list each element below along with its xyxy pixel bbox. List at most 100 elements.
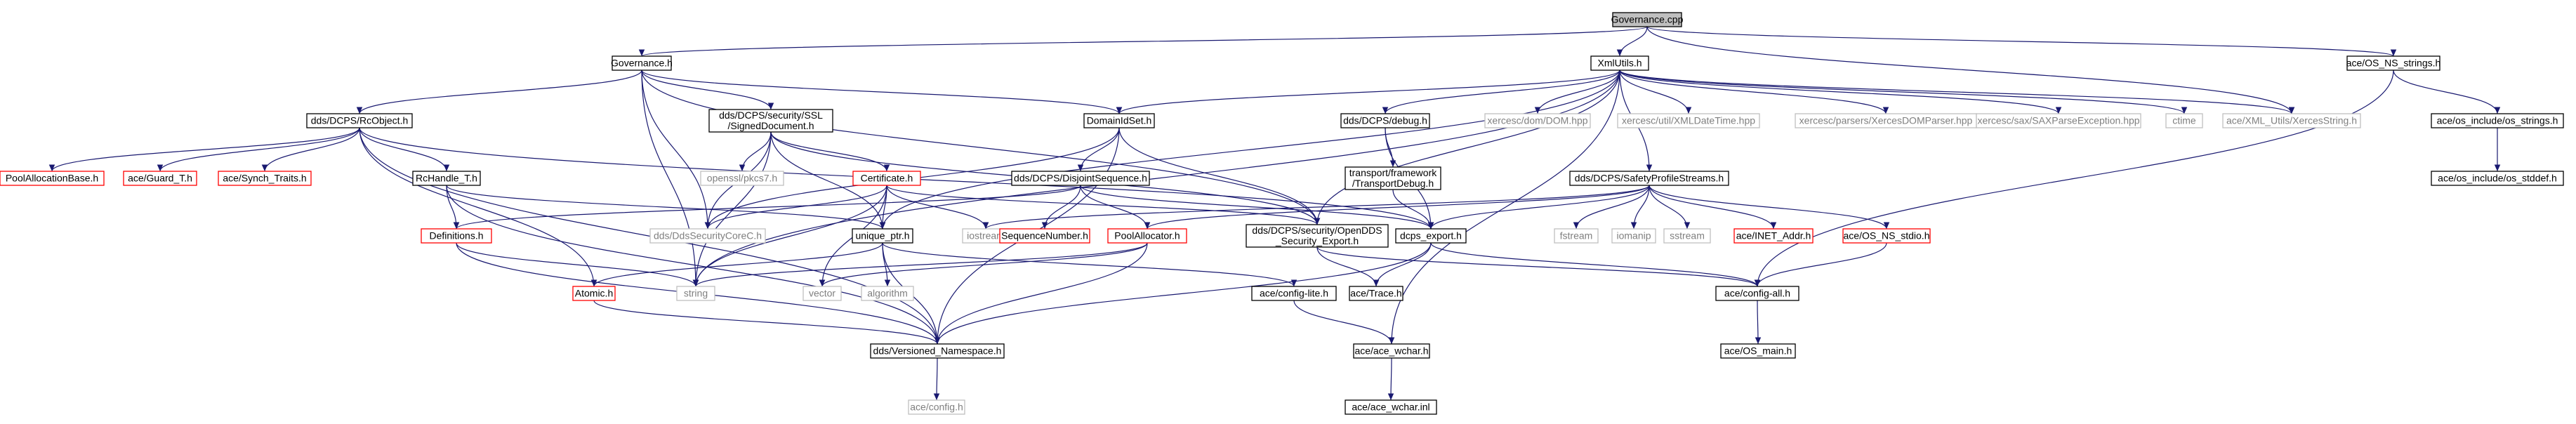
graph-node-ace-wchar-inl[interactable]: ace/ace_wchar.inl [1345, 399, 1437, 415]
graph-node-fstream[interactable]: fstream [1554, 228, 1599, 244]
graph-node-domainidset[interactable]: DomainIdSet.h [1083, 113, 1155, 128]
node-box [306, 113, 413, 128]
node-label: Governance.cpp [1611, 14, 1684, 25]
graph-node-os-include-strings[interactable]: ace/os_include/os_strings.h [2431, 113, 2564, 128]
graph-node-versioned-ns[interactable]: dds/Versioned_Namespace.h [870, 343, 1005, 359]
node-label: ace/OS_main.h [1724, 345, 1792, 357]
node-label: ace/ace_wchar.h [1354, 345, 1428, 357]
graph-node-synch-traits[interactable]: ace/Synch_Traits.h [218, 171, 312, 186]
node-box [1569, 171, 1729, 186]
graph-node-opendds-security-export[interactable]: dds/DCPS/security/OpenDDS_Security_Expor… [1246, 224, 1389, 248]
graph-node-iomanip[interactable]: iomanip [1611, 228, 1656, 244]
node-box [870, 343, 1005, 359]
node-label: ace/os_include/os_stddef.h [2438, 173, 2557, 184]
node-box [1083, 113, 1155, 128]
node-label: xercesc/dom/DOM.hpp [1487, 115, 1587, 126]
node-box [708, 109, 833, 133]
graph-node-unique-ptr[interactable]: unique_ptr.h [852, 228, 913, 244]
graph-node-iostream[interactable]: iostream [962, 228, 1010, 244]
edges-layer [48, 26, 2501, 401]
graph-node-xercesc-datetime[interactable]: xercesc/util/XMLDateTime.hpp [1617, 113, 1760, 128]
graph-node-guard[interactable]: ace/Guard_T.h [123, 171, 197, 186]
graph-node-inet-addr[interactable]: ace/INET_Addr.h [1733, 228, 1814, 244]
node-box [572, 286, 616, 301]
graph-node-transportdebug[interactable]: transport/framework/TransportDebug.h [1345, 166, 1441, 190]
edge-n_unique_ptr-to-n_atomic [590, 242, 883, 287]
node-label: string [684, 288, 708, 299]
node-label: Governance.h [611, 58, 673, 69]
graph-node-sstream[interactable]: sstream [1663, 228, 1711, 244]
graph-node-ctime[interactable]: ctime [2165, 113, 2203, 128]
graph-node-openssl-pkcs7[interactable]: openssl/pkcs7.h [700, 171, 784, 186]
graph-node-xercesstring[interactable]: ace/XML_Utils/XercesString.h [2222, 113, 2361, 128]
graph-node-governance-h[interactable]: Governance.h [611, 55, 673, 71]
node-box [1733, 228, 1814, 244]
edge-n_safetyprofile-to-n_sstream [1649, 185, 1691, 230]
edge-n_xmlutils-to-n_xercesc_parser [1619, 69, 1889, 114]
graph-node-safetyprofile[interactable]: dds/DCPS/SafetyProfileStreams.h [1569, 171, 1729, 186]
graph-node-definitions[interactable]: Definitions.h [421, 228, 492, 244]
graph-node-ace-wchar[interactable]: ace/ace_wchar.h [1353, 343, 1430, 359]
graph-node-os-ns-stdio[interactable]: ace/OS_NS_stdio.h [1842, 228, 1931, 244]
node-label: dds/DCPS/SafetyProfileStreams.h [1575, 173, 1724, 184]
graph-node-atomic[interactable]: Atomic.h [572, 286, 616, 301]
graph-node-debug[interactable]: dds/DCPS/debug.h [1340, 113, 1430, 128]
edge-n_dcps_export-to-n_trace [1373, 242, 1432, 287]
node-label: dds/DCPS/security/OpenDDS [1252, 225, 1382, 236]
edge-n_xmlutils-to-n_unique_ptr [879, 69, 1620, 230]
edge-n_disjoint-to-n_dcps_export [1080, 185, 1434, 230]
node-label: iomanip [1616, 230, 1651, 241]
graph-node-vector[interactable]: vector [802, 286, 842, 301]
node-box [1345, 399, 1437, 415]
graph-node-os-main[interactable]: ace/OS_main.h [1720, 343, 1796, 359]
graph-node-os-include-stddef[interactable]: ace/os_include/os_stddef.h [2431, 171, 2564, 186]
node-box [1349, 286, 1403, 301]
node-box [1611, 228, 1656, 244]
graph-node-poolallocbase[interactable]: PoolAllocationBase.h [0, 171, 105, 186]
edge-n_ace_wchar-to-n_ace_wchar_inl [1387, 357, 1394, 401]
graph-node-xercesc-parser[interactable]: xercesc/parsers/XercesDOMParser.hpp [1795, 113, 1977, 128]
graph-node-disjoint[interactable]: dds/DCPS/DisjointSequence.h [1011, 171, 1150, 186]
graph-node-signeddoc[interactable]: dds/DCPS/security/SSL/SignedDocument.h [708, 109, 833, 133]
node-label: SequenceNumber.h [1001, 230, 1088, 241]
edge-n_rcobject-to-n_rchandle [359, 127, 450, 172]
edge-n_root-to-n_xmlutils [1616, 26, 1648, 57]
graph-node-xmlutils[interactable]: XmlUtils.h [1590, 55, 1649, 71]
graph-node-sequencenumber[interactable]: SequenceNumber.h [999, 228, 1090, 244]
node-box [1976, 113, 2141, 128]
node-label: ace/config-all.h [1724, 288, 1790, 299]
graph-node-rcobject[interactable]: dds/DCPS/RcObject.h [306, 113, 413, 128]
graph-node-ddssecuritycorec[interactable]: dds/DdsSecurityCoreC.h [649, 228, 766, 244]
graph-node-rchandle[interactable]: RcHandle_T.h [412, 171, 481, 186]
edge-n_root-to-n_governance_h [639, 26, 1648, 57]
graph-node-xercesc-dom[interactable]: xercesc/dom/DOM.hpp [1484, 113, 1591, 128]
graph-node-certificate[interactable]: Certificate.h [852, 171, 921, 186]
node-box [1345, 166, 1441, 190]
graph-node-os-ns-strings[interactable]: ace/OS_NS_strings.h [2346, 55, 2441, 71]
node-box [0, 171, 105, 186]
graph-node-string[interactable]: string [676, 286, 715, 301]
node-label: ace/INET_Addr.h [1736, 230, 1811, 241]
edge-n_xmlutils-to-n_debug [1382, 69, 1620, 114]
graph-node-config-all[interactable]: ace/config-all.h [1715, 286, 1799, 301]
node-box [2431, 171, 2564, 186]
graph-node-config[interactable]: ace/config.h [908, 399, 965, 415]
node-label: Certificate.h [861, 173, 913, 184]
graph-node-poolallocator[interactable]: PoolAllocator.h [1107, 228, 1187, 244]
graph-node-trace[interactable]: ace/Trace.h [1349, 286, 1403, 301]
node-box [852, 228, 913, 244]
edge-n_rcobject-to-n_poolallocbase [48, 127, 360, 172]
node-box [612, 55, 672, 71]
graph-node-dcps-export[interactable]: dcps_export.h [1395, 228, 1467, 244]
edge-n_governance_h-to-n_opendds_security_export [641, 69, 1321, 225]
graph-node-root[interactable]: Governance.cpp [1611, 12, 1684, 27]
graph-node-algorithm[interactable]: algorithm [861, 286, 914, 301]
graph-node-config-lite[interactable]: ace/config-lite.h [1251, 286, 1337, 301]
graph-node-xercesc-sax[interactable]: xercesc/sax/SAXParseException.hpp [1976, 113, 2141, 128]
edge-n_poolallocator-to-n_versioned_ns [934, 242, 1148, 345]
edge-n_os_ns_stdio-to-n_config_all [1754, 242, 1887, 287]
edge-n_opendds_security_export-to-n_config_all [1316, 246, 1761, 287]
edge-n_signeddoc-to-n_certificate [770, 131, 890, 172]
edge-n_definitions-to-n_string [456, 242, 699, 287]
